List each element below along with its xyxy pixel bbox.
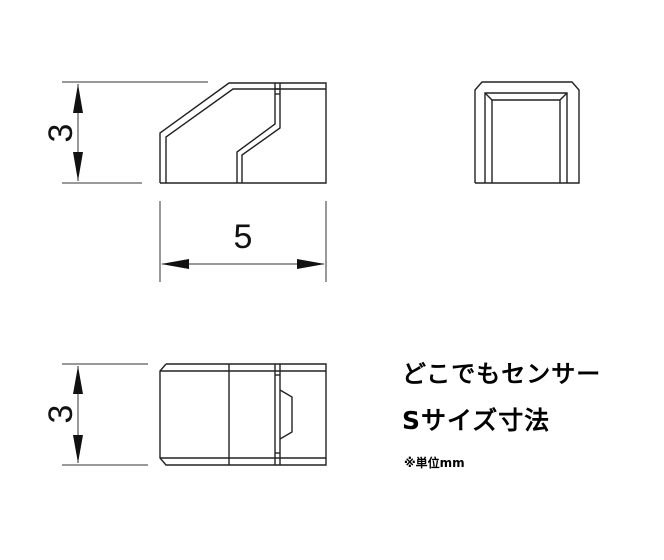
unit-note: ※単位mm xyxy=(404,456,465,470)
top-view: 3 xyxy=(42,363,327,466)
size-subtitle: Sサイズ寸法 xyxy=(402,406,551,435)
side-width-label: 5 xyxy=(234,218,253,256)
side-height-label: 3 xyxy=(42,124,80,143)
arrow-up-icon xyxy=(73,366,83,394)
arrow-down-icon xyxy=(73,152,83,181)
width-dimension: 5 xyxy=(159,201,327,282)
arrow-right-icon xyxy=(297,259,325,269)
side-view: 3 xyxy=(42,81,327,184)
front-view xyxy=(474,81,580,184)
arrow-up-icon xyxy=(73,84,83,113)
product-title: どこでもセンサー xyxy=(402,360,602,388)
top-height-label: 3 xyxy=(42,405,80,424)
arrow-down-icon xyxy=(73,435,83,463)
arrow-left-icon xyxy=(161,259,189,269)
